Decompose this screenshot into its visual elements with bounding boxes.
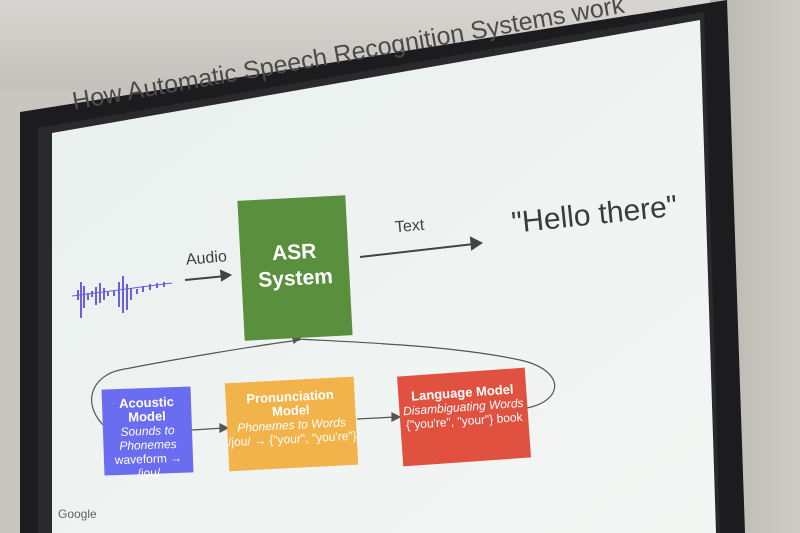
text-label: Text [394, 216, 425, 237]
audio-label: Audio [185, 248, 228, 269]
asr-label-line2: System [257, 265, 334, 292]
feedback-connectors [91, 334, 556, 433]
audio-arrow [184, 269, 233, 282]
language-model-box: Language Model Disambiguating Words {"yo… [397, 367, 531, 467]
asr-system-label: ASR System [240, 237, 351, 295]
acoustic-model-box: Acoustic Model Sounds to Phonemes wavefo… [101, 386, 194, 480]
asr-system-box: ASR System [237, 195, 353, 341]
slide-surface [52, 20, 716, 533]
text-arrow [359, 236, 483, 258]
google-logo: Google [58, 507, 97, 521]
pronunciation-model-box: Pronunciation Model Phonemes to Words /j… [224, 376, 359, 472]
acoustic-example: waveform → /jou/ [114, 450, 183, 481]
audio-waveform-icon [71, 276, 173, 318]
